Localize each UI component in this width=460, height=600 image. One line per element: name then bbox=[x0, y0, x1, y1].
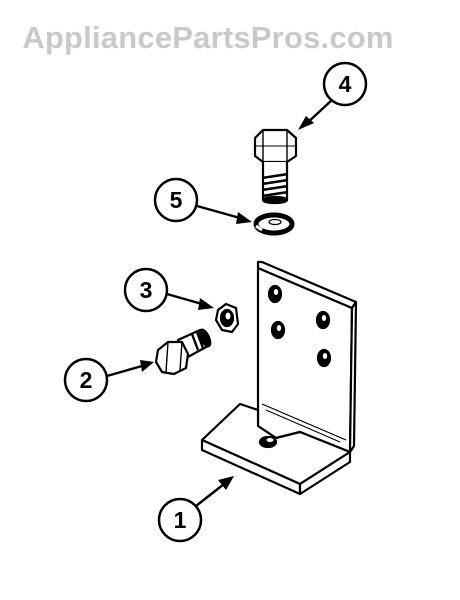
site-watermark: AppliancePartsPros.com bbox=[22, 20, 394, 55]
callout-1: 1 bbox=[157, 476, 234, 543]
part-bolt-upper bbox=[253, 128, 298, 205]
callout-4-label: 4 bbox=[339, 71, 352, 97]
callout-5-label: 5 bbox=[170, 187, 183, 213]
callout-3: 3 bbox=[123, 267, 214, 313]
callout-1-label: 1 bbox=[174, 507, 187, 533]
callout-4: 4 bbox=[298, 61, 368, 130]
part-bolt-lower bbox=[154, 328, 212, 376]
part-lock-washer bbox=[253, 212, 295, 236]
callout-3-label: 3 bbox=[140, 277, 153, 303]
part-bracket bbox=[200, 260, 358, 496]
callout-5: 5 bbox=[153, 177, 252, 224]
callout-2-label: 2 bbox=[80, 367, 93, 393]
callout-2: 2 bbox=[63, 357, 154, 403]
part-nut bbox=[214, 302, 240, 334]
